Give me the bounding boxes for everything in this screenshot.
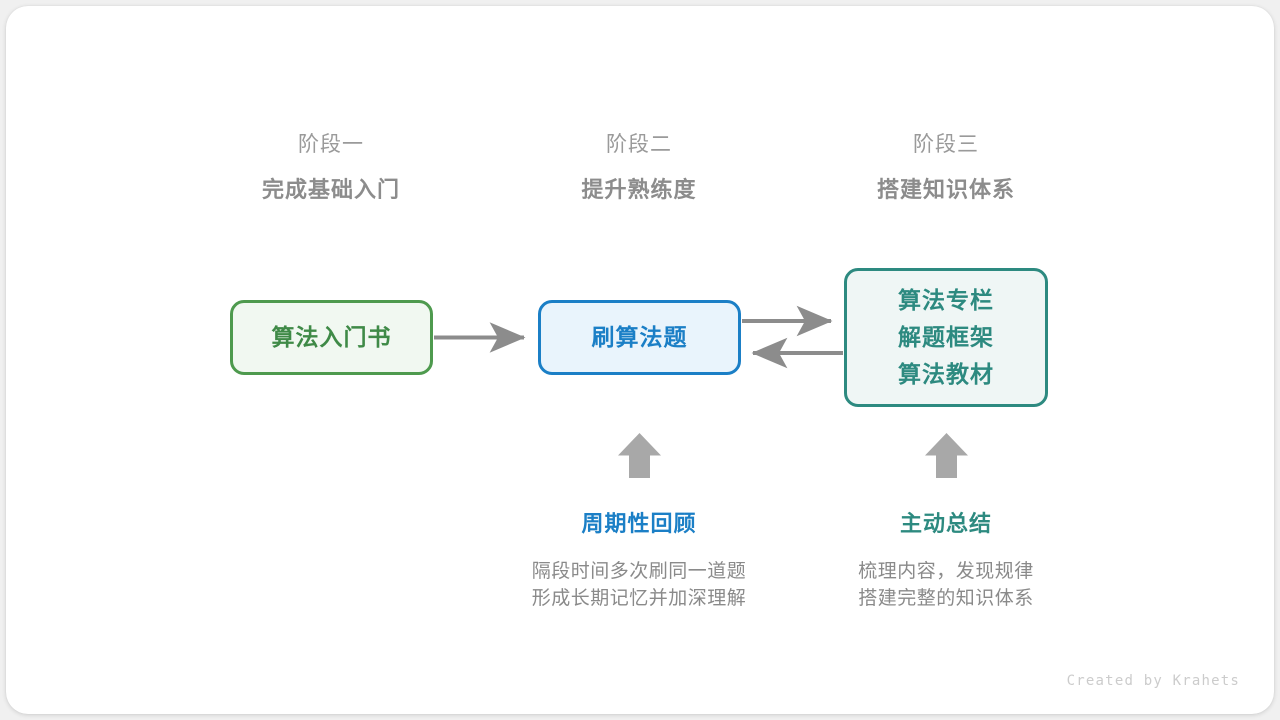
stage-header-3: 阶段三 搭建知识体系 [816, 130, 1076, 206]
stage-number-2: 阶段二 [606, 133, 672, 156]
node-practice-problems-label: 刷算法题 [591, 324, 688, 350]
annotation-review-desc-line-1: 隔段时间多次刷同一道题 [531, 561, 747, 582]
annotation-summary-desc-line-1: 梳理内容，发现规律 [858, 561, 1034, 582]
footer-credit: Created by Krahets [1066, 673, 1240, 689]
stage-title-1: 完成基础入门 [261, 177, 400, 202]
node-resource-line-1: 算法专栏 [898, 287, 994, 313]
node-intro-book[interactable]: 算法入门书 [230, 300, 433, 375]
stage-number-1: 阶段一 [298, 133, 364, 156]
node-intro-book-label: 算法入门书 [271, 324, 392, 350]
node-resource-line-3: 算法教材 [898, 361, 994, 387]
node-practice-problems[interactable]: 刷算法题 [538, 300, 741, 375]
annotation-periodic-review: 周期性回顾 隔段时间多次刷同一道题 形成长期记忆并加深理解 [479, 509, 799, 612]
stage-title-3: 搭建知识体系 [876, 177, 1015, 202]
annotation-review-desc: 隔段时间多次刷同一道题 形成长期记忆并加深理解 [479, 558, 799, 612]
annotation-review-desc-line-2: 形成长期记忆并加深理解 [531, 588, 747, 609]
stage-number-3: 阶段三 [913, 133, 979, 156]
stage-header-2: 阶段二 提升熟练度 [509, 130, 769, 206]
annotation-review-title: 周期性回顾 [581, 511, 697, 536]
annotation-summary-desc: 梳理内容，发现规律 搭建完整的知识体系 [786, 558, 1106, 612]
stage-title-2: 提升熟练度 [581, 177, 697, 202]
stage-header-1: 阶段一 完成基础入门 [201, 130, 461, 206]
annotation-summary-title: 主动总结 [899, 511, 992, 536]
node-knowledge-resources[interactable]: 算法专栏 解题框架 算法教材 [844, 268, 1048, 407]
annotation-active-summary: 主动总结 梳理内容，发现规律 搭建完整的知识体系 [786, 509, 1106, 612]
node-resource-line-2: 解题框架 [898, 324, 994, 350]
annotation-summary-desc-line-2: 搭建完整的知识体系 [858, 588, 1034, 609]
